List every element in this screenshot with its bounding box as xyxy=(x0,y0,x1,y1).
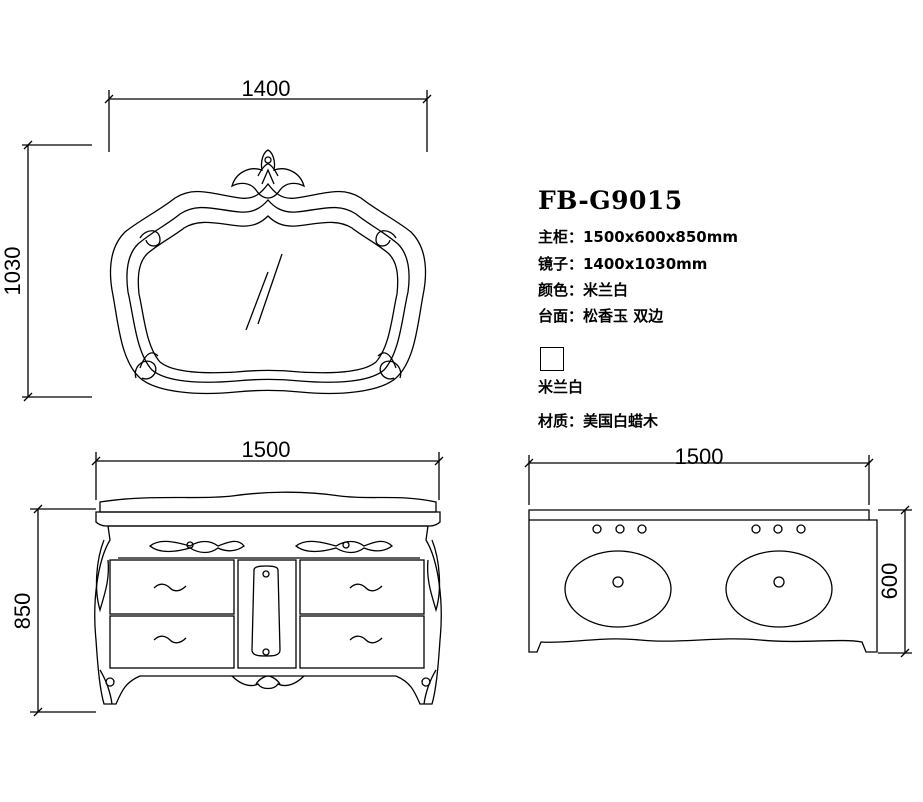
cabinet-leg-scrolls xyxy=(95,539,441,705)
mirror-height-label: 1030 xyxy=(0,247,25,296)
color-swatch-label: 米兰白 xyxy=(538,378,584,396)
mirror-frame-inner xyxy=(126,199,410,383)
center-door xyxy=(237,559,297,669)
cabinet-front-drawing xyxy=(30,452,444,717)
mirror-drawing xyxy=(22,90,432,402)
cabinet-drawer-carving xyxy=(148,540,393,554)
mirror-height-dimension xyxy=(22,140,92,402)
left-sink xyxy=(564,550,672,628)
cabinet-width-dimension xyxy=(91,452,444,500)
cabinet-top-edge xyxy=(95,511,441,527)
mirror-width-label: 1400 xyxy=(242,76,291,101)
spec-main-cabinet: 主柜：1500x600x850mm xyxy=(538,228,738,246)
mirror-glare-line xyxy=(257,253,283,325)
mirror-glass xyxy=(137,215,399,374)
right-drain xyxy=(773,576,785,588)
drawer-bottom-left xyxy=(109,615,235,669)
countertop-top-view xyxy=(524,455,912,658)
mirror-crest-ornament xyxy=(230,149,306,199)
cabinet-height-dimension xyxy=(30,504,96,717)
mirror-corner-scrolls xyxy=(134,230,402,380)
spec-mirror: 镜子：1400x1030mm xyxy=(538,255,708,273)
drawer-top-left xyxy=(109,559,235,615)
countertop-slab xyxy=(528,509,878,653)
center-door-panel xyxy=(251,565,281,657)
spec-material: 材质：美国白蜡木 xyxy=(538,412,659,430)
cabinet-width-label: 1500 xyxy=(242,437,291,462)
countertop-width-dimension xyxy=(524,455,874,505)
spec-countertop: 台面：松香玉 双边 xyxy=(538,307,664,325)
cabinet-countertop xyxy=(99,491,437,513)
drawer-handles xyxy=(153,583,383,644)
drawer-top-right xyxy=(299,559,425,615)
mirror-width-dimension xyxy=(104,90,432,152)
color-swatch xyxy=(540,347,564,371)
left-drain xyxy=(612,576,624,588)
countertop-width-label: 1500 xyxy=(675,444,724,469)
mirror-frame-outer xyxy=(109,182,427,395)
spec-color: 颜色：米兰白 xyxy=(538,281,629,299)
mirror-glare-line xyxy=(245,271,269,331)
faucet-holes xyxy=(592,524,806,534)
countertop-depth-label: 600 xyxy=(877,563,902,600)
drawer-bottom-right xyxy=(299,615,425,669)
right-sink xyxy=(725,550,833,628)
cabinet-body xyxy=(94,525,442,705)
cabinet-skirt-carving xyxy=(231,675,305,690)
cabinet-height-label: 850 xyxy=(10,593,35,630)
model-number: FB-G9015 xyxy=(538,186,683,215)
countertop-depth-dimension xyxy=(878,505,912,658)
